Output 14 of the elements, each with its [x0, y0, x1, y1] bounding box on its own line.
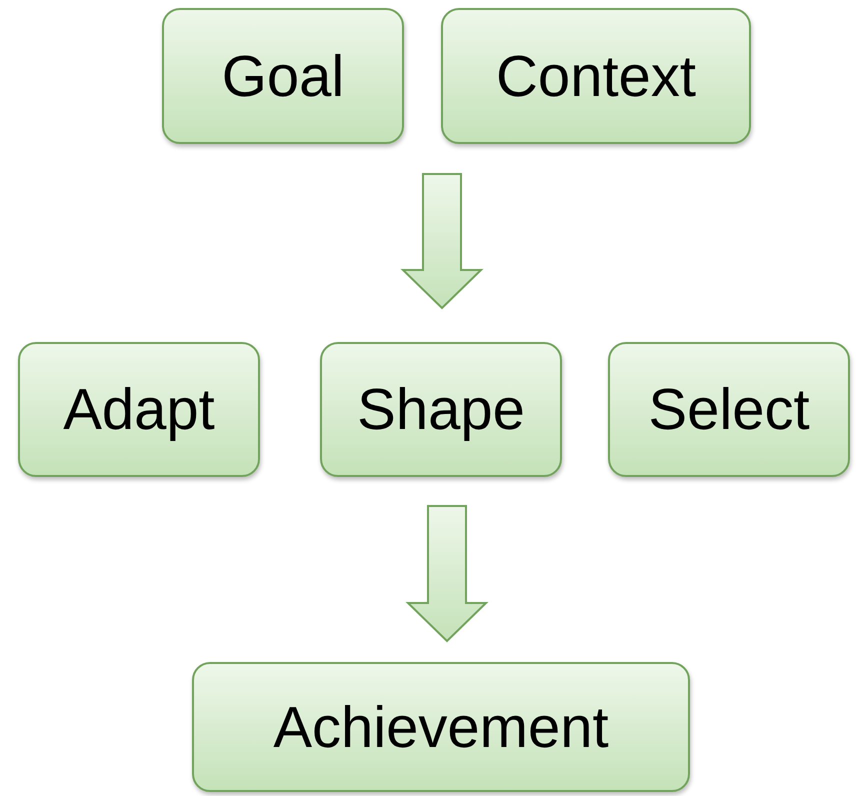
- process-box: [608, 342, 850, 477]
- box-label: Goal: [222, 42, 344, 110]
- process-box: [18, 342, 260, 477]
- process-box: [441, 8, 751, 144]
- box-label: Achievement: [273, 694, 609, 760]
- block-arrow: [400, 173, 484, 310]
- process-box: [192, 662, 690, 792]
- process-box: [162, 8, 404, 144]
- block-arrow: [406, 505, 488, 642]
- box-label: Select: [648, 376, 810, 443]
- box-label: Context: [496, 42, 696, 110]
- box-label: Shape: [357, 376, 525, 443]
- process-box: [320, 342, 562, 477]
- box-label: Adapt: [63, 376, 215, 443]
